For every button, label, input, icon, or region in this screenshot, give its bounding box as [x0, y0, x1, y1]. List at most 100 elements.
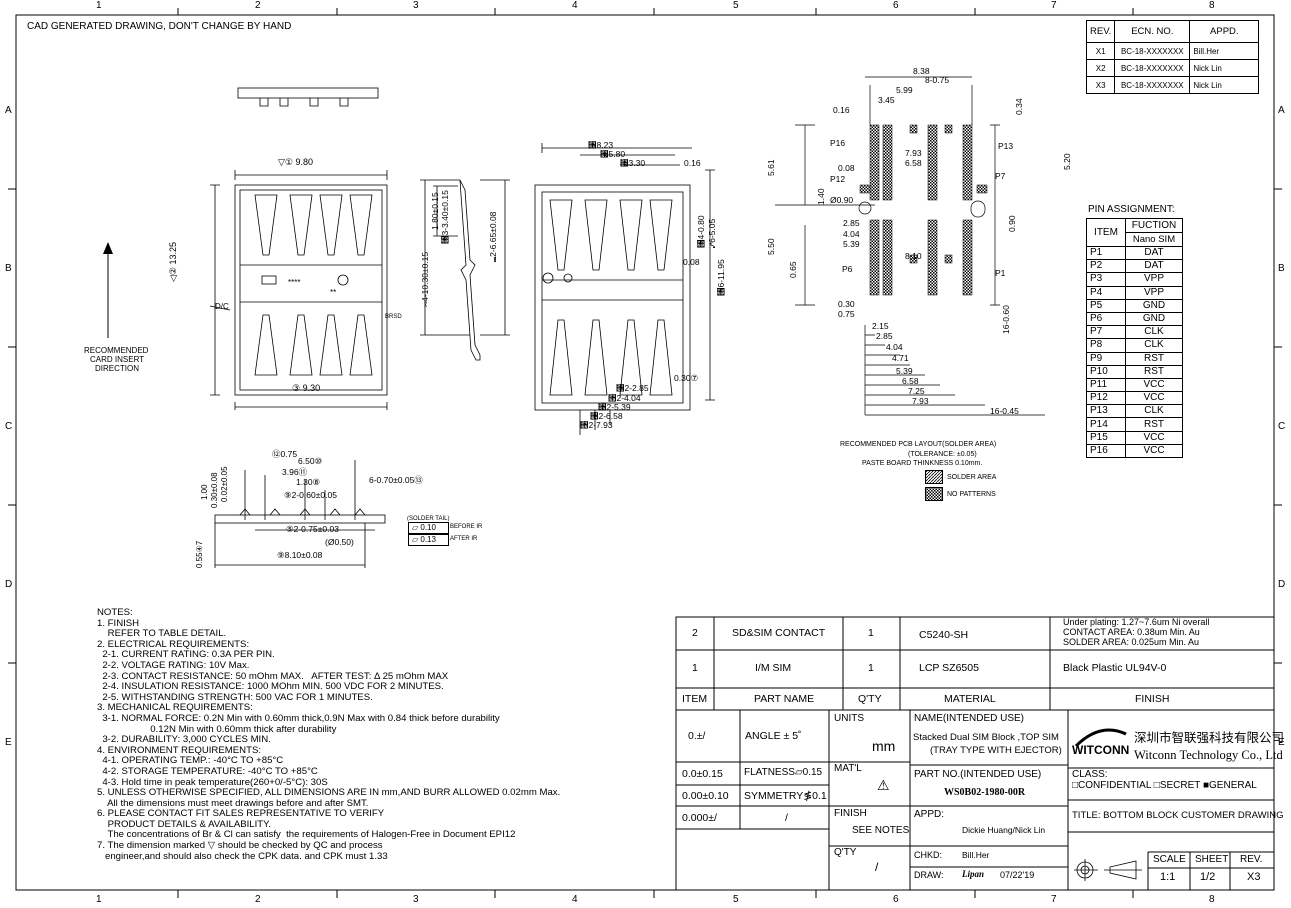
sheet-value: 1/2 [1200, 871, 1216, 883]
draw-date: 07/22'19 [1000, 870, 1035, 880]
cad-note: CAD GENERATED DRAWING, DON'T CHANGE BY H… [27, 21, 292, 32]
note-line: REFER TO TABLE DETAIL. [97, 628, 227, 640]
zone-col-3-bottom: 3 [413, 894, 419, 905]
zone-row-a-right: A [1278, 105, 1285, 116]
pcb-dim-285-b: 2.85 [876, 331, 893, 341]
zone-row-d-right: D [1278, 579, 1286, 590]
scale-value: 1:1 [1160, 871, 1176, 883]
insert-direction-label-3: DIRECTION [95, 364, 139, 373]
note-line: 2-3. CONTACT RESISTANCE: 50 mOhm MAX. AF… [97, 670, 449, 682]
note-line: 2-2. VOLTAGE RATING: 10V Max. [97, 659, 250, 671]
projection-symbol-icon [1074, 859, 1142, 881]
bom-row-1-material: LCP SZ6505 [919, 662, 979, 674]
note-line: 3-1. NORMAL FORCE: 0.2N Min with 0.60mm … [97, 712, 500, 724]
marking-stars-2: ** [330, 288, 337, 297]
detail-dim-5: ⑨2-0.60±0.05 [284, 490, 337, 500]
note-line: 4-2. STORAGE TEMPERATURE: -40°C TO +85°C [97, 765, 318, 777]
zone-col-6-bottom: 6 [893, 894, 899, 905]
bom-row-2-finish-3: SOLDER AREA: 0.025um Min. Au [1063, 637, 1200, 647]
zone-col-8-bottom: 8 [1209, 894, 1215, 905]
bom-row-2-finish-2: CONTACT AREA: 0.38um Min. Au [1063, 627, 1200, 637]
chkd-label: CHKD: [914, 850, 943, 860]
bom-header-qty: Q'TY [858, 693, 882, 705]
flatness-value-2: 0.13 [420, 535, 436, 544]
note-line: All the dimensions must meet drawings be… [97, 797, 369, 809]
matl-warning-icon: ⚠ [877, 777, 890, 793]
note-line: 4-3. Hold time in peak temperature(260+0… [97, 776, 328, 788]
pcb-pin-p12: P12 [830, 174, 846, 184]
sheet-label: SHEET [1195, 854, 1229, 865]
insert-direction-label-1: RECOMMENDED [84, 346, 149, 355]
pcb-pin-p7: P7 [995, 171, 1006, 181]
pcb-dim-539-b: 5.39 [896, 366, 913, 376]
bom-row-1-part: I/M SIM [755, 662, 792, 674]
pcb-dim-658-b: 6.58 [902, 376, 919, 386]
company-name-cn: 深圳市智联强科技有限公司 [1134, 730, 1285, 745]
bottom-dim-7: 0.08 [683, 257, 700, 267]
bottom-dim-4: 0.16 [684, 158, 701, 168]
bottom-dim-12: ⑓2-5.39 [598, 402, 631, 412]
insert-direction-arrow-icon [103, 242, 113, 338]
zone-row-b-left: B [5, 263, 12, 274]
draw-value: Lipan [962, 869, 985, 879]
bottom-dim-14: ⑕2-7.93 [580, 420, 613, 430]
note-line: NOTES: [97, 607, 133, 618]
detail-view-drawing [214, 460, 386, 568]
pcb-pin-p13: P13 [998, 141, 1014, 151]
bottom-dim-9: 0.30⑦ [674, 373, 699, 383]
pcb-dim-404-a: 4.04 [843, 229, 860, 239]
pcb-dim-hole: Ø0.90 [830, 195, 854, 205]
detail-dim-2: 6.50⑩ [298, 456, 323, 466]
pcb-dim-658: 6.58 [905, 158, 922, 168]
name-value-2: (TRAY TYPE WITH EJECTOR) [930, 745, 1062, 756]
matl-label: MAT'L [834, 763, 862, 774]
pcb-dim-top-1: 8.38 [913, 66, 930, 76]
class-label: CLASS: [1072, 769, 1108, 780]
tol-1-linear: 0.±/ [688, 730, 706, 742]
zone-col-4-top: 4 [572, 0, 578, 11]
note-line: 0.12N Min with 0.60mm thick after durabi… [97, 723, 337, 735]
top-view-dim-bottom: ③ 9.30 [292, 383, 321, 393]
detail-dim-1: ⑫0.75 [272, 449, 298, 459]
note-line: The concentrations of Br & Cl can satisf… [97, 829, 516, 841]
finish-label: FINISH [834, 808, 867, 819]
no-pattern-legend-icon [925, 487, 943, 501]
class-options: □CONFIDENTIAL □SECRET ■GENERAL [1072, 780, 1257, 791]
drawing-title: TITLE: BOTTOM BLOCK CUSTOMER DRAWING [1072, 810, 1284, 821]
pcb-pin-p6: P6 [842, 264, 853, 274]
tol-2-flatness: FLATNESS▱0.15 [744, 767, 823, 778]
pcb-dim-top-4: 3.45 [878, 95, 895, 105]
note-line: 4-1. OPERATING TEMP.: -40°C TO +85°C [97, 755, 284, 767]
bottom-dim-11: ⑒2-4.04 [608, 393, 641, 403]
pcb-caption-3: PASTE BOARD THINKNESS 0.10mm. [862, 460, 983, 467]
tol-1-angle: ANGLE ± 5˚ [745, 730, 802, 742]
zone-col-7-top: 7 [1051, 0, 1057, 11]
no-pattern-label: NO PATTERNS [947, 491, 996, 498]
note-line: 6. PLEASE CONTACT FIT SALES REPRESENTATI… [97, 808, 385, 820]
note-line: 3. MECHANICAL REQUIREMENTS: [97, 702, 253, 714]
note-line: 1. FINISH [97, 617, 140, 629]
pcb-dim-008: 0.08 [838, 163, 855, 173]
name-label: NAME(INTENDED USE) [914, 713, 1025, 724]
note-line: 5. UNLESS OTHERWISE SPECIFIED, ALL DIMEN… [97, 787, 561, 799]
zone-col-2-top: 2 [255, 0, 261, 11]
part-no-value: WS0B02-1980-00R [944, 787, 1026, 798]
top-view-dim-width: ▽① 9.80 [278, 157, 314, 167]
pin-assignment-title: PIN ASSIGNMENT: [1088, 204, 1175, 215]
bom-header-finish: FINISH [1135, 693, 1170, 705]
solder-area-legend-icon [925, 470, 943, 484]
note-line: 2-1. CURRENT RATING: 0.3A PER PIN. [97, 649, 275, 661]
zone-col-8-top: 8 [1209, 0, 1215, 11]
note-line: 2-4. INSULATION RESISTANCE: 1000 MOhm MI… [97, 681, 444, 693]
zone-row-c-right: C [1278, 421, 1286, 432]
zone-col-2-bottom: 2 [255, 894, 261, 905]
note-line: 2. ELECTRICAL REQUIREMENTS: [97, 638, 250, 650]
finish-value: SEE NOTES [852, 825, 910, 836]
rev-cell: X3 [1085, 76, 1116, 94]
